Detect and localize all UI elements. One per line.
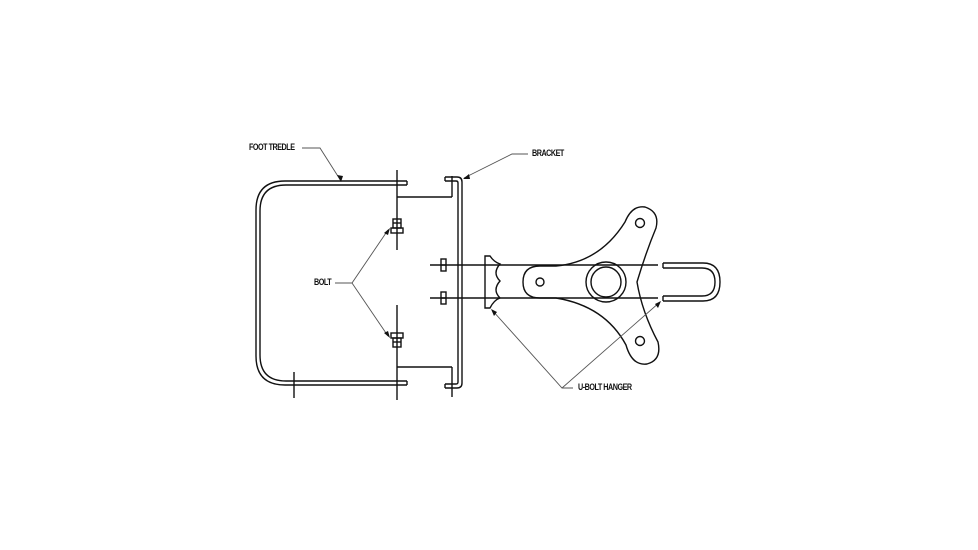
leader-foot-treadle — [302, 147, 343, 182]
bolt-top — [390, 218, 404, 234]
leader-bolt — [335, 228, 390, 338]
u-bolt-hanger — [522, 206, 660, 365]
label-u-bolt-hanger: U-BOLT HANGER — [578, 382, 632, 392]
bolt-bottom — [390, 332, 404, 348]
label-bracket: BRACKET — [532, 148, 564, 158]
bracket — [444, 176, 463, 389]
u-bolt-loop — [662, 262, 721, 302]
leader-bracket — [463, 153, 528, 179]
leader-u-bolt-hanger — [491, 301, 661, 389]
clamp-plate — [484, 255, 502, 309]
foot-treadle — [255, 180, 408, 398]
label-bolt: BOLT — [314, 277, 332, 287]
bolt-posts — [396, 170, 453, 400]
label-foot-treadle: FOOT TREDLE — [249, 142, 295, 152]
